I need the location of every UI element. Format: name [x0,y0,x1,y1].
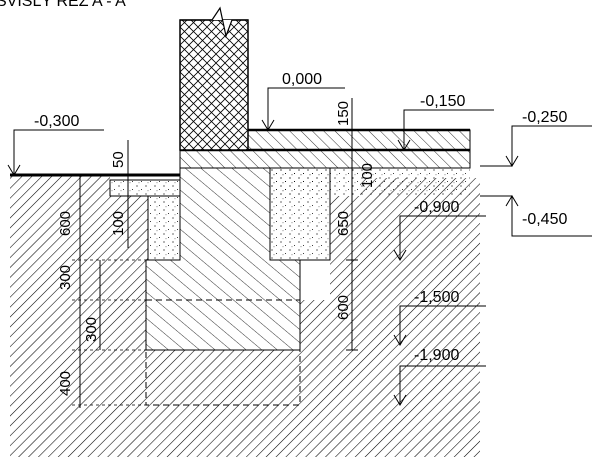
floor-slab-hatch [180,150,470,168]
break-line [180,6,248,39]
dim-600-left: 600 [57,211,74,236]
masonry-wall-hatch [180,20,248,150]
level-minus-0300: -0,300 [34,113,79,130]
floor-finish-hatch [248,130,470,150]
level-minus-0900: -0,900 [414,199,459,216]
dim-600-mid: 600 [335,295,352,320]
footing-hatch [146,168,300,350]
level-minus-0250: -0,250 [522,109,567,126]
dim-300-left-b: 300 [83,317,100,342]
gravel-layer [270,168,470,196]
level-0000: 0,000 [282,71,322,88]
dim-100-top: 100 [359,163,376,188]
dim-100-left: 100 [110,211,127,236]
section-title: SVISLÝ ŘEZ A - A [0,0,126,10]
dim-150-top: 150 [335,101,352,126]
step-pad-dots [110,180,180,196]
dim-50-left: 50 [110,151,127,168]
dim-650-mid: 650 [335,211,352,236]
level-minus-0150: -0,150 [420,93,465,110]
footing-dashed [145,299,301,406]
level-minus-1500: -1,500 [414,289,459,306]
level-minus-1900: -1,900 [414,347,459,364]
level-minus-0450: -0,450 [522,211,567,228]
dim-400-left: 400 [57,371,74,396]
dim-300-left-a: 300 [57,265,74,290]
